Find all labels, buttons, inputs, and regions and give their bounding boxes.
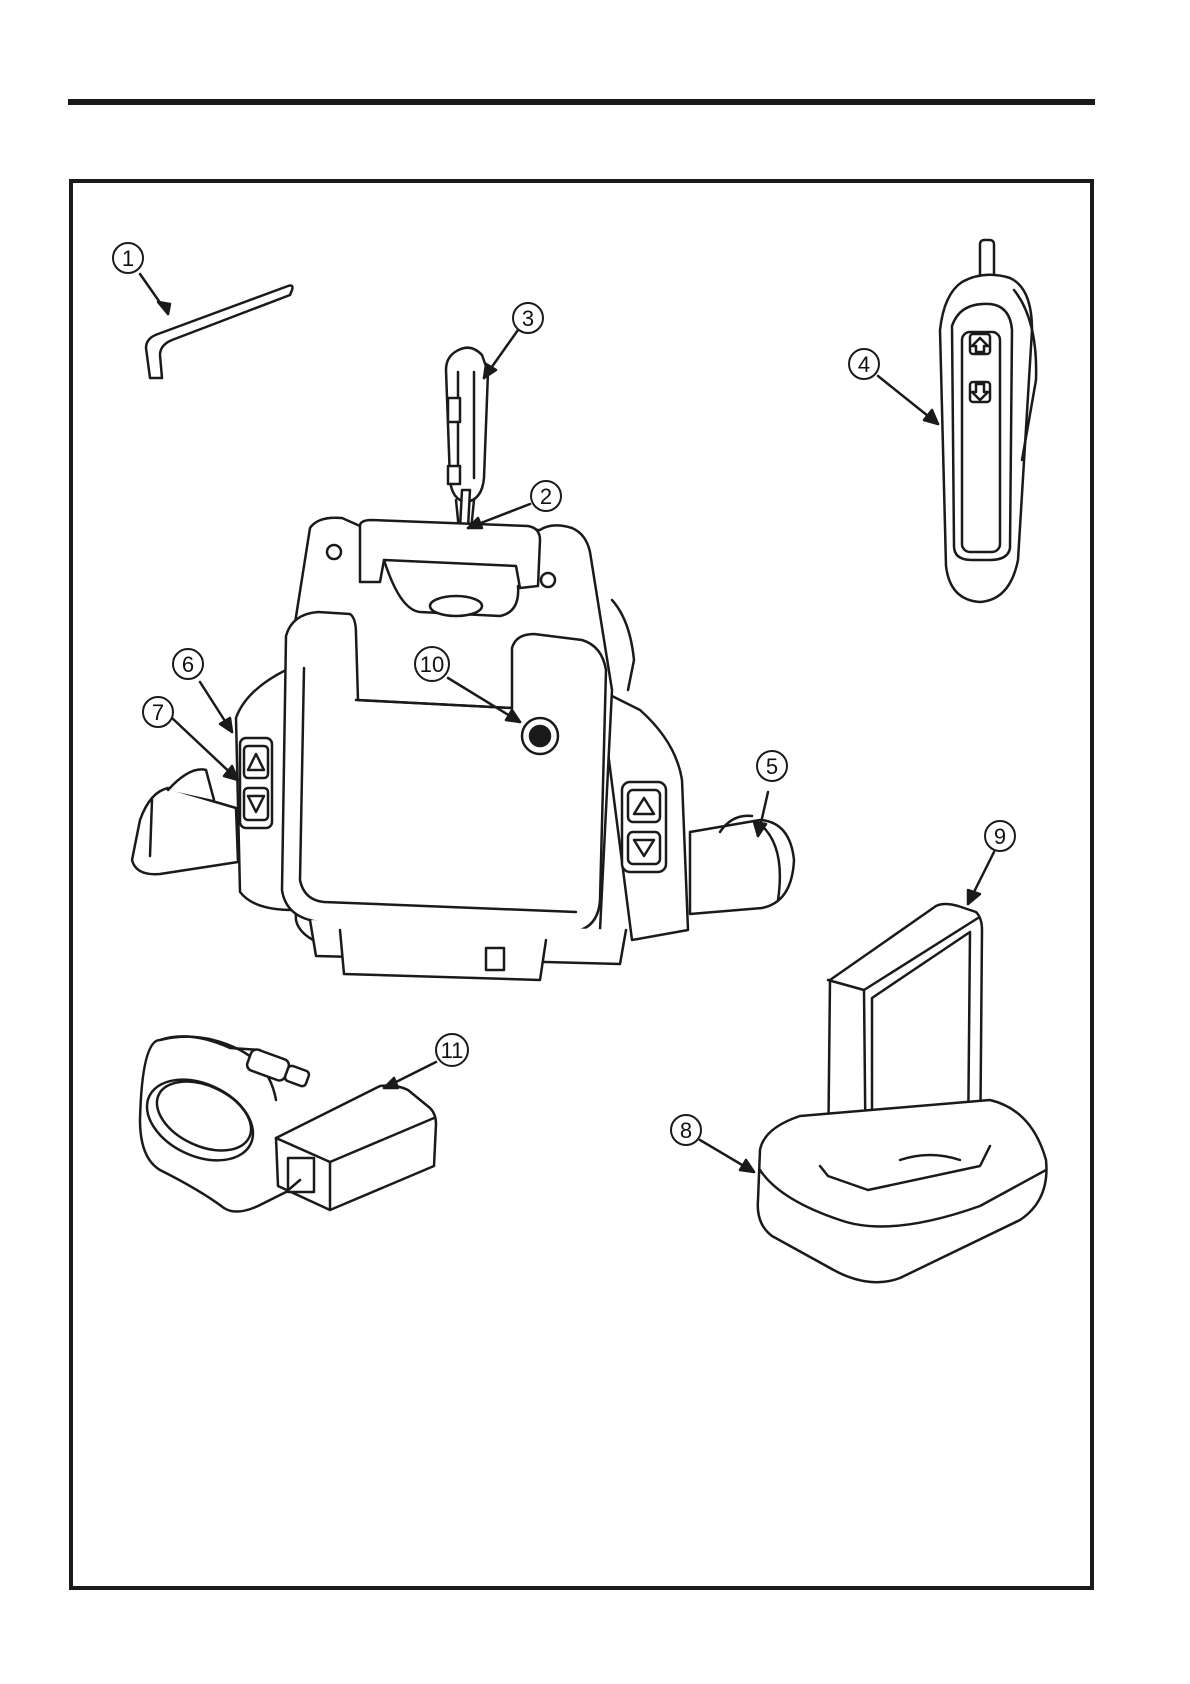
callout-11: 11 [436,1034,468,1066]
callout-10-label: 10 [420,652,444,677]
callout-6: 6 [173,649,203,679]
lift-motor-icon [132,518,794,980]
callout-6-label: 6 [182,652,194,677]
callout-9: 9 [985,821,1015,851]
callout-8: 8 [671,1115,701,1145]
callout-2: 2 [531,481,561,511]
callout-4: 4 [849,349,879,379]
carabiner-icon [446,348,488,540]
callout-10: 10 [415,647,449,681]
callout-7: 7 [143,697,173,727]
callout-1-label: 1 [122,246,134,271]
callout-1: 1 [113,243,143,273]
callout-2-label: 2 [540,484,552,509]
callout-5-label: 5 [766,754,778,779]
power-adapter-icon [134,1036,436,1211]
callout-5: 5 [757,751,787,781]
callout-3-label: 3 [522,306,534,331]
hand-control-icon [940,240,1036,602]
callout-11-label: 11 [441,1038,464,1063]
callout-7-label: 7 [152,700,164,725]
charger-icon [758,1100,1047,1282]
hex-key-icon [146,286,293,379]
callout-8-label: 8 [680,1118,692,1143]
callout-9-label: 9 [994,824,1006,849]
callout-4-label: 4 [858,352,870,377]
callout-3: 3 [513,303,543,333]
